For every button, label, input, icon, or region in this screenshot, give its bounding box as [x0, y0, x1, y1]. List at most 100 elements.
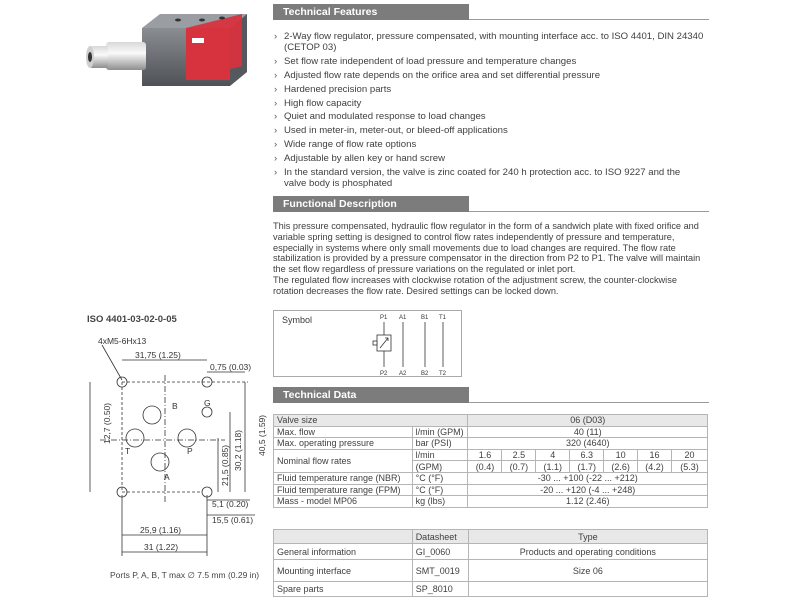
- table-cell: (2.6): [603, 460, 639, 473]
- port-label: T: [125, 446, 130, 456]
- feature-item: Adjusted flow rate depends on the orific…: [274, 70, 704, 81]
- table-cell: Mounting interface: [273, 559, 413, 582]
- table-cell: °C (°F): [411, 483, 469, 497]
- dimension-label: 25,9 (1.16): [140, 525, 181, 535]
- documents-table: Datasheet Type General information GI_00…: [273, 529, 709, 597]
- port-label: B2: [421, 371, 429, 377]
- table-cell: Products and operating conditions: [467, 543, 709, 560]
- table-cell: Size 06: [467, 559, 709, 582]
- ports-note: Ports P, A, B, T max ∅ 7.5 mm (0.29 in): [110, 570, 260, 580]
- feature-item: High flow capacity: [274, 98, 704, 109]
- features-list: 2-Way flow regulator, pressure compensat…: [274, 31, 704, 192]
- table-cell: 6.3: [569, 448, 605, 462]
- table-row: Fluid temperature range (FPM) °C (°F) -2…: [273, 483, 708, 497]
- feature-item: Wide range of flow rate options: [274, 139, 704, 150]
- table-row: Fluid temperature range (NBR) °C (°F) -3…: [273, 471, 708, 485]
- table-row: General information GI_0060 Products and…: [273, 543, 709, 560]
- table-cell: (0.4): [467, 460, 503, 473]
- table-row: Max. operating pressure bar (PSI) 320 (4…: [273, 437, 708, 450]
- table-cell: GI_0060: [411, 543, 469, 560]
- dimension-label: 15,5 (0.61): [212, 515, 253, 525]
- table-cell: 06 (D03): [467, 414, 708, 427]
- feature-item: In the standard version, the valve is zi…: [274, 167, 704, 189]
- port-label: P: [187, 446, 193, 456]
- table-cell: l/min (GPM): [411, 425, 469, 439]
- table-cell: (0.7): [501, 460, 537, 473]
- table-cell: SMT_0019: [411, 559, 469, 582]
- dimension-label: 4xM5-6Hx13: [98, 336, 146, 346]
- table-cell: [467, 581, 709, 597]
- table-cell: 20: [671, 448, 708, 462]
- table-cell: 1.6: [467, 448, 503, 462]
- description-header: Functional Description: [273, 196, 469, 212]
- table-cell: Mass - model MP06: [273, 495, 413, 508]
- features-header-rule: [469, 19, 709, 20]
- table-row: Nominal flow rates l/min 1.6 2.5 4 6.3 1…: [273, 448, 708, 473]
- table-cell: -20 ... +120 (-4 ... +248): [467, 483, 708, 497]
- port-label: B1: [421, 315, 429, 321]
- table-cell: 1.12 (2.46): [467, 495, 708, 508]
- table-cell: SP_8010: [411, 581, 469, 597]
- table-cell: (GPM): [411, 460, 469, 473]
- functional-description: This pressure compensated, hydraulic flo…: [273, 221, 705, 296]
- table-row: Mounting interface SMT_0019 Size 06: [273, 559, 709, 582]
- port-label: A1: [399, 315, 407, 321]
- table-cell: 2.5: [501, 448, 537, 462]
- features-header: Technical Features: [273, 4, 469, 20]
- dimension-label: 40,5 (1.59): [257, 415, 267, 456]
- table-cell: l/min: [411, 448, 469, 462]
- technical-data-header-rule: [469, 402, 709, 403]
- technical-data-header: Technical Data: [273, 387, 469, 403]
- table-cell: °C (°F): [411, 471, 469, 485]
- table-cell: [273, 529, 413, 544]
- table-cell: -30 ... +100 (-22 ... +212): [467, 471, 708, 485]
- port-label: T1: [439, 315, 447, 321]
- product-image: [86, 14, 247, 86]
- table-cell: Datasheet: [411, 529, 469, 544]
- table-cell: 10: [603, 448, 639, 462]
- table-row: Valve size 06 (D03): [272, 414, 708, 427]
- table-row: Max. flow l/min (GPM) 40 (11): [273, 425, 708, 439]
- dimension-label: 31 (1.22): [144, 542, 178, 552]
- table-cell: kg (lbs): [411, 495, 469, 508]
- port-label: A: [164, 472, 170, 482]
- feature-item: Set flow rate independent of load pressu…: [274, 56, 704, 67]
- table-row: Datasheet Type: [273, 529, 709, 544]
- table-cell: Fluid temperature range (FPM): [273, 483, 413, 497]
- table-cell: 4: [535, 448, 571, 462]
- table-row: Mass - model MP06 kg (lbs) 1.12 (2.46): [273, 495, 708, 508]
- dimension-label: 12,7 (0.50): [102, 403, 112, 444]
- table-row: (GPM) (0.4) (0.7) (1.1) (1.7) (2.6) (4.2…: [274, 460, 708, 473]
- feature-item: Adjustable by allen key or hand screw: [274, 153, 704, 164]
- drawing-title: ISO 4401-03-02-0-05: [87, 314, 177, 325]
- port-label: B: [172, 401, 178, 411]
- table-cell: (1.1): [535, 460, 571, 473]
- port-label: P2: [380, 371, 388, 377]
- table-cell: (5.3): [671, 460, 708, 473]
- feature-item: Hardened precision parts: [274, 84, 704, 95]
- dimension-label: 0,75 (0.03): [210, 362, 251, 372]
- feature-item: Quiet and modulated response to load cha…: [274, 111, 704, 122]
- table-row: Spare parts SP_8010: [273, 581, 709, 597]
- table-cell: Max. flow: [273, 425, 413, 439]
- dimension-label: 5,1 (0.20): [212, 499, 249, 509]
- description-paragraph: This pressure compensated, hydraulic flo…: [273, 221, 701, 274]
- table-cell: Nominal flow rates: [273, 448, 413, 473]
- port-label: G: [204, 398, 211, 408]
- table-cell: (4.2): [637, 460, 673, 473]
- mounting-interface-drawing: 4xM5-6Hx13 31,75 (1.25) 0,75 (0.03) 12,7…: [89, 336, 267, 556]
- description-header-rule: [469, 211, 709, 212]
- table-cell: 40 (11): [467, 425, 708, 439]
- symbol-label: Symbol: [282, 315, 313, 325]
- table-cell: Type: [467, 529, 709, 544]
- port-label: P1: [380, 315, 388, 321]
- table-cell: General information: [273, 543, 413, 560]
- description-paragraph: The regulated flow increases with clockw…: [273, 274, 677, 296]
- dimension-label: 21,5 (0.85): [220, 445, 230, 486]
- table-cell: Fluid temperature range (NBR): [273, 471, 413, 485]
- table-cell: bar (PSI): [411, 437, 469, 450]
- port-label: T2: [439, 371, 447, 377]
- table-cell: 320 (4640): [467, 437, 708, 450]
- table-cell: (1.7): [569, 460, 605, 473]
- table-cell: 16: [637, 448, 673, 462]
